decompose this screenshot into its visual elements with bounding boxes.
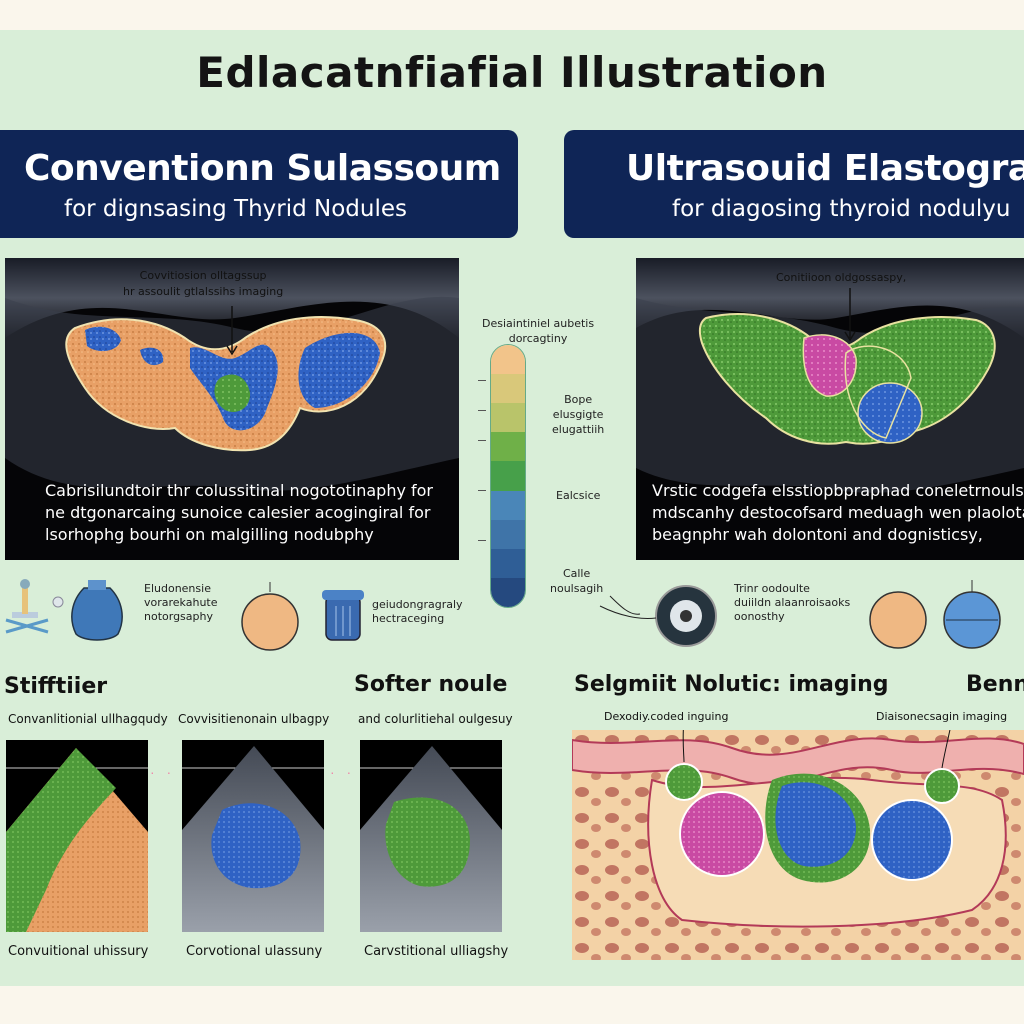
soft-nodule-image xyxy=(182,740,324,932)
tissue-label-left: Dexodiy.coded inguing xyxy=(604,710,729,723)
benign-nodule-icon xyxy=(241,582,299,651)
conventional-scan-panel: Covvitiosion olltagssup hr assoulit gtla… xyxy=(5,258,459,560)
scale-segment xyxy=(491,345,525,375)
scale-segment xyxy=(491,548,525,578)
separator-dots: · · xyxy=(330,764,356,780)
elastography-pointer-label: Conitiioon oldgossaspy, xyxy=(776,271,907,284)
scale-mid-label-line-2: elusgigte xyxy=(552,408,604,421)
conventional-banner-subtitle: for dignsasing Thyrid Nodules xyxy=(64,196,408,222)
conventional-banner: Conventionn Sulassoum for dignsasing Thy… xyxy=(0,130,518,238)
elastography-banner: Ultrasouid Elastograp for diagosing thyr… xyxy=(564,130,1024,238)
elastography-caption-line-3: beagnphr wah dolontoni and dognisticsy, xyxy=(652,525,983,544)
scale-tick xyxy=(478,410,486,411)
scale-segment xyxy=(491,577,525,607)
blue-nodule-icon xyxy=(943,580,1001,649)
transducer-icon xyxy=(322,590,364,641)
right-icon-label-line-2: duiildn alaanroisaoks xyxy=(734,596,851,609)
conventional-caption: Cabrisilundtoir thr colussitinal nogotot… xyxy=(45,480,433,546)
scale-mid-label-line-3: elugattiih xyxy=(552,423,605,436)
scale-mid-label: Bope elusgigte elugattiih xyxy=(552,392,604,437)
scale-tick xyxy=(478,490,486,491)
elastic-nodule-thumbnail xyxy=(360,740,502,932)
left-icon-label-b-line-1: geiudongragraly xyxy=(372,598,463,611)
thumb-label-top-2: Covvisitienonain ulbagpy xyxy=(178,712,330,726)
right-icon-label: Trinr oodoulte duiildn alaanroisaoks oon… xyxy=(734,582,850,624)
benign-heading: Benn xyxy=(966,672,1024,697)
left-icon-label-a-line-3: notorgsaphy xyxy=(144,610,213,623)
left-icon-label-a: Eludonensie vorarekahute notorgsaphy xyxy=(144,582,218,624)
elastography-caption-line-1: Vrstic codgefa elsstiopbpraphad coneletr… xyxy=(652,481,1024,500)
left-icon-label-a-line-1: Eludonensie xyxy=(144,582,211,595)
page-title: Edlacatnfiafial Illustration xyxy=(196,48,828,97)
scale-segment xyxy=(491,432,525,462)
left-icon-label-b: geiudongragraly hectraceging xyxy=(372,598,463,626)
scale-bottom-label: Calle noulsagih xyxy=(550,566,603,596)
elasticity-scale-bar xyxy=(490,344,526,608)
conventional-pointer-label: Covvitiosion olltagssup hr assoulit gtla… xyxy=(123,268,283,300)
right-icon-label-line-3: oonosthy xyxy=(734,610,785,623)
elastic-nodule-image xyxy=(360,740,502,932)
ultrasound-machine-icon xyxy=(5,579,64,634)
scale-bottom-label-line-1: Calle xyxy=(562,567,591,580)
scale-segment xyxy=(491,374,525,404)
bottom-border xyxy=(0,986,1024,1024)
thumb-label-top-3: and colurlitiehal oulgesuy xyxy=(358,712,513,726)
scale-top-label-line-2: dorcagtiny xyxy=(508,332,568,345)
left-icon-label-b-line-2: hectraceging xyxy=(372,612,445,625)
thumb-label-bottom-3: Carvstitional ulliagshy xyxy=(364,944,509,959)
probe-gel-icon xyxy=(71,580,123,641)
stiffer-heading: Stifftiier xyxy=(4,674,108,699)
pointer-arrow xyxy=(599,605,657,619)
soft-nodule-thumbnail xyxy=(182,740,324,932)
scale-segment xyxy=(491,461,525,491)
segment-heading: Selgmiit Nolutic: imaging xyxy=(574,672,889,697)
thumb-label-bottom-1: Convuitional uhissury xyxy=(8,944,149,959)
separator-dots: · · xyxy=(150,764,176,780)
scale-tick xyxy=(478,380,486,381)
tissue-label-right: Diaisonecsagin imaging xyxy=(876,710,1008,723)
conventional-pointer-label-line-1: Covvitiosion olltagssup xyxy=(139,269,267,282)
scale-mid-label-line-1: Bope xyxy=(564,393,593,406)
conventional-pointer-label-line-2: hr assoulit gtlalssihs imaging xyxy=(123,285,284,298)
elastography-scan-image xyxy=(636,258,1024,560)
thumb-label-top-1: Convanlitionial ullhagqudy xyxy=(8,712,168,726)
top-border xyxy=(0,0,1024,30)
scale-tick xyxy=(478,540,486,541)
thumb-label-bottom-2: Corvotional ulassuny xyxy=(186,944,323,959)
scale-segment xyxy=(491,403,525,433)
tissue-cross-section xyxy=(572,730,1024,960)
right-icon-label-line-1: Trinr oodoulte xyxy=(734,582,810,595)
elastography-caption: Vrstic codgefa elsstiopbpraphad coneletr… xyxy=(652,480,1024,546)
stiff-nodule-thumbnail xyxy=(6,740,148,932)
scale-top-label-line-1: Desiaintiniel aubetis xyxy=(482,317,595,330)
conventional-scan-image xyxy=(5,258,459,560)
scale-segment xyxy=(491,490,525,520)
scale-bottom-label-line-2: noulsagih xyxy=(550,582,604,595)
softer-heading: Softer noule xyxy=(354,672,508,697)
elastography-banner-subtitle: for diagosing thyroid nodulyu xyxy=(672,196,1011,222)
stiff-nodule-image xyxy=(6,740,148,932)
conventional-caption-line-3: lsorhophg bourhi on malgilling nodubphy xyxy=(45,525,374,544)
soft-nodule-icon xyxy=(869,591,927,649)
icons-row xyxy=(5,579,1001,651)
pointer-arrow xyxy=(609,595,641,615)
scale-segment xyxy=(491,519,525,549)
tissue-cross-section-image xyxy=(572,730,1024,960)
lens-icon xyxy=(655,585,717,647)
elastography-scan-panel: Conitiioon oldgossaspy, Vrstic codgefa e… xyxy=(636,258,1024,560)
conventional-caption-line-1: Cabrisilundtoir thr colussitinal nogotot… xyxy=(45,481,434,500)
elastography-banner-title: Ultrasouid Elastograp xyxy=(626,148,1024,189)
scale-tick xyxy=(478,440,486,441)
left-icon-label-a-line-2: vorarekahute xyxy=(144,596,218,609)
conventional-banner-title: Conventionn Sulassoum xyxy=(24,148,501,189)
scale-low-label: Ealcsice xyxy=(556,489,601,502)
elastography-caption-line-2: mdscanhy destocofsard meduagh wen plaolo… xyxy=(652,503,1024,522)
conventional-caption-line-2: ne dtgonarcaing sunoice calesier acoging… xyxy=(45,503,431,522)
scale-top-label: Desiaintiniel aubetis dorcagtiny xyxy=(482,316,594,346)
